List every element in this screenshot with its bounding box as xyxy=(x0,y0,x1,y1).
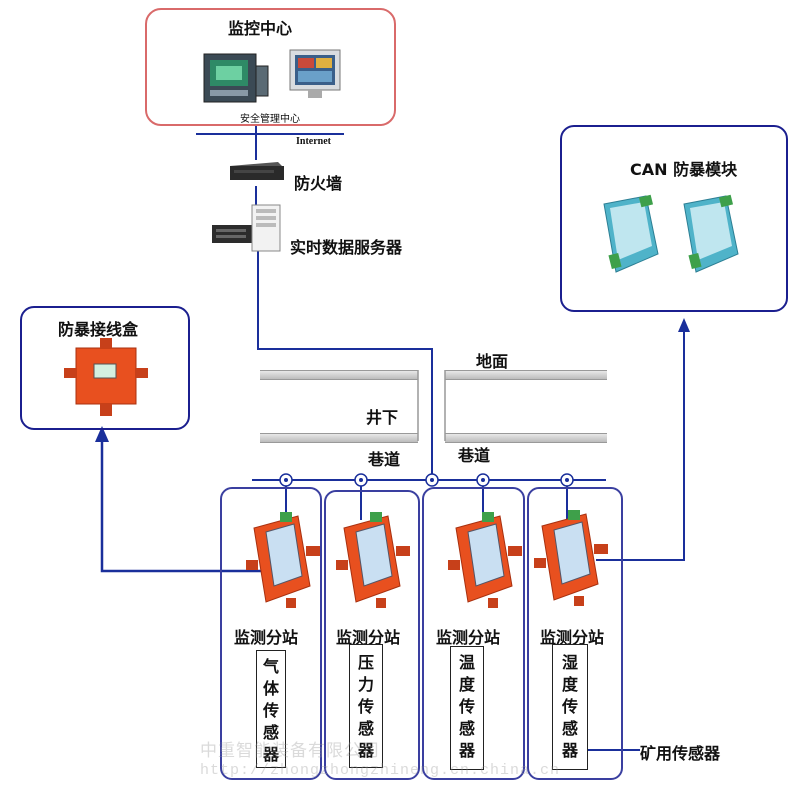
firewall-label: 防火墙 xyxy=(294,174,343,193)
station-device-icon xyxy=(246,512,320,608)
can-module-box xyxy=(560,125,788,312)
station-to-junction-line xyxy=(100,440,262,573)
server-to-bus-line xyxy=(257,250,433,480)
firewall-icon xyxy=(230,162,284,180)
station-box-temperature xyxy=(422,487,525,780)
sensor-box-humidity xyxy=(552,644,588,770)
sensor-box-gas xyxy=(256,650,286,768)
junction-box-frame xyxy=(20,306,190,430)
surface-ground-left xyxy=(260,370,418,380)
sensor-label-gas: 气体传感器 xyxy=(262,657,279,764)
junction-box-title: 防暴接线盒 xyxy=(58,320,139,339)
surface-ground-right xyxy=(445,370,607,380)
can-module-title: CAN 防暴模块 xyxy=(630,160,738,179)
sensor-label-humidity: 湿度传感器 xyxy=(561,653,578,760)
arrow-up-can xyxy=(678,318,690,332)
underground-label: 井下 xyxy=(366,408,399,427)
sensor-box-temperature xyxy=(450,646,484,770)
can-module-device-icon xyxy=(603,194,659,273)
server-icon xyxy=(212,204,281,252)
tunnel-label-left: 巷道 xyxy=(368,450,401,469)
station-label: 监测分站 xyxy=(540,628,605,647)
station-device-icon xyxy=(534,510,608,606)
control-center-box xyxy=(145,8,396,126)
station-device-icon xyxy=(448,512,522,608)
monitoring-console-icon xyxy=(203,53,269,103)
sensor-box-pressure xyxy=(349,644,383,768)
station-label: 监测分站 xyxy=(336,628,401,647)
internet-label: Internet xyxy=(296,136,331,147)
sensor-label-temperature: 温度传感器 xyxy=(458,653,475,760)
mine-sensor-label: 矿用传感器 xyxy=(640,744,721,763)
tunnel-label-right: 巷道 xyxy=(458,446,491,465)
can-module-device-icon xyxy=(683,194,739,273)
station-label: 监测分站 xyxy=(234,628,299,647)
station-label: 监测分站 xyxy=(436,628,501,647)
surface-label: 地面 xyxy=(476,352,509,371)
server-label: 实时数据服务器 xyxy=(290,238,403,257)
tunnel-ceiling-left xyxy=(260,433,418,443)
arrow-up-junction xyxy=(95,426,109,442)
control-center-title: 监控中心 xyxy=(228,19,293,38)
monitor-display-icon xyxy=(289,49,341,98)
station-device-icon xyxy=(336,512,410,608)
bus-node xyxy=(425,473,439,487)
watermark-url: http://zhongzhongzhineng.cn.china.cn xyxy=(200,762,561,779)
station-box-gas xyxy=(220,487,322,780)
control-center-caption: 安全管理中心 xyxy=(240,114,300,125)
station-box-humidity xyxy=(527,487,623,780)
station-box-pressure xyxy=(324,490,420,780)
tunnel-ceiling-right xyxy=(445,433,607,443)
sensor-label-pressure: 压力传感器 xyxy=(357,653,374,760)
station-to-can-line xyxy=(596,330,685,561)
watermark-company: 中重智能装备有限公司 xyxy=(200,741,380,761)
junction-box-device-icon xyxy=(64,338,148,416)
